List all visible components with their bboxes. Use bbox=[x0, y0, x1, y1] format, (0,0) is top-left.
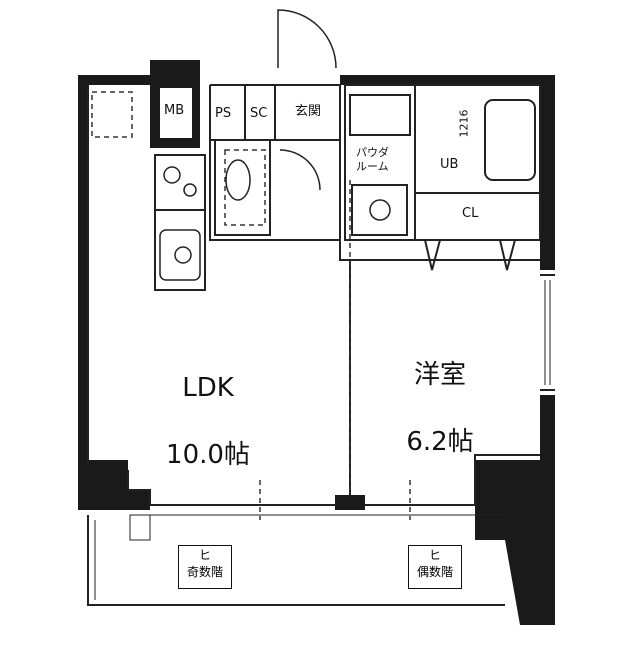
ps-label: PS bbox=[215, 106, 232, 121]
stair-odd-name: 奇数階 bbox=[186, 565, 223, 579]
dashed-lines bbox=[91, 91, 411, 520]
powder-room-label: パウダ ルーム bbox=[356, 146, 389, 174]
ub-size-label: 1216 bbox=[457, 109, 471, 138]
western-room-label: 洋室 6.2帖 bbox=[380, 325, 500, 494]
fixtures bbox=[159, 159, 391, 281]
interior-walls bbox=[87, 9, 555, 606]
ldk-label: LDK 10.0帖 bbox=[148, 338, 268, 507]
western-room-name: 洋室 bbox=[413, 359, 466, 390]
closet-label: CL bbox=[462, 206, 479, 221]
ldk-size: 10.0帖 bbox=[166, 440, 250, 471]
stair-odd: ヒ 奇数階 bbox=[178, 545, 232, 589]
stair-even-name: 偶数階 bbox=[416, 565, 453, 579]
stair-even-top: ヒ bbox=[428, 548, 441, 562]
entrance-label: 玄関 bbox=[295, 104, 322, 119]
western-room-size: 6.2帖 bbox=[406, 427, 474, 458]
ub-label: UB bbox=[440, 157, 459, 172]
stair-even: ヒ 偶数階 bbox=[408, 545, 462, 589]
sc-label: SC bbox=[250, 106, 268, 121]
exterior-walls bbox=[78, 60, 555, 625]
mb-label: MB bbox=[164, 103, 185, 118]
stair-odd-top: ヒ bbox=[198, 548, 211, 562]
ldk-name: LDK bbox=[182, 372, 234, 403]
